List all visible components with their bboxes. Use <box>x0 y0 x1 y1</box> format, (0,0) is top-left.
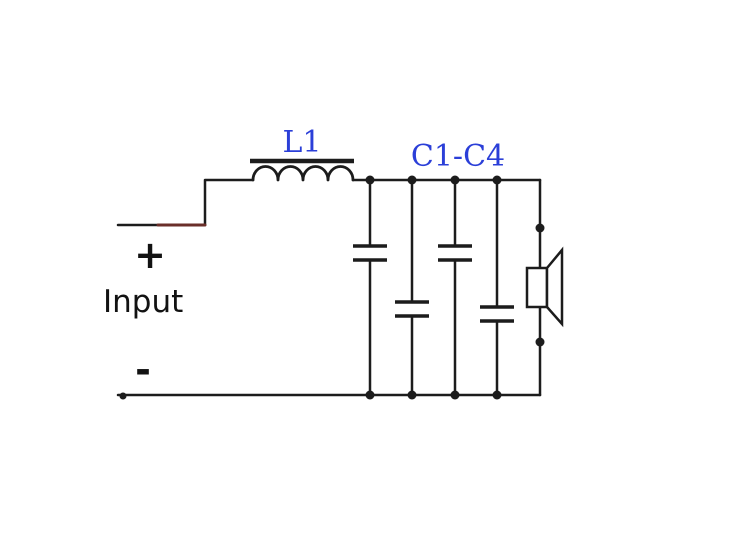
speaker-cone <box>545 246 564 328</box>
junction-dot <box>492 175 502 185</box>
junction-dot <box>365 175 375 185</box>
input-plus-wire <box>116 178 255 227</box>
speaker-driver-box <box>525 266 549 309</box>
speaker-terminal-dot <box>535 223 545 233</box>
inductor-label: L1 <box>282 125 321 160</box>
junction-dots <box>119 175 545 400</box>
capacitor-3 <box>438 244 472 262</box>
minus-sign-label: - <box>135 348 151 392</box>
junction-dot <box>407 390 417 400</box>
junction-dot <box>450 390 460 400</box>
inductor-coil <box>251 165 355 182</box>
junction-dot <box>450 175 460 185</box>
speaker-terminal-dot <box>535 337 545 347</box>
junction-dot <box>492 390 502 400</box>
capacitor-2 <box>395 300 429 318</box>
input-label: Input <box>103 284 183 320</box>
capacitor-4 <box>480 305 514 323</box>
minus-terminal-dot <box>119 392 127 400</box>
junction-dot <box>365 390 375 400</box>
capacitor-bank-label: C1-C4 <box>411 139 505 174</box>
plus-sign-label: + <box>134 233 166 277</box>
wiring <box>116 158 564 397</box>
capacitor-1 <box>353 244 387 262</box>
junction-dot <box>407 175 417 185</box>
